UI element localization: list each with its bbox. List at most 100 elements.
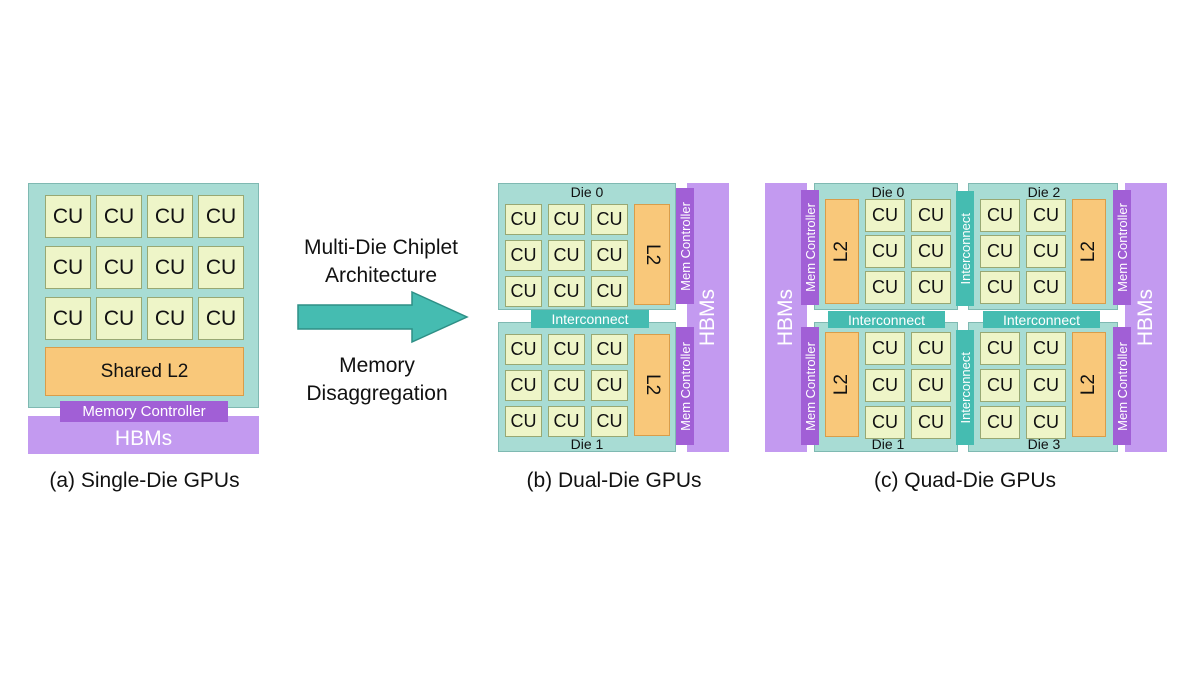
dual-die-1-l2: L2 bbox=[634, 334, 670, 436]
dual-die-0-cu-2-2: CU bbox=[591, 276, 628, 307]
quad-die-3-cu-2-1: CU bbox=[1026, 406, 1066, 439]
quad-die-1-cu-0-0: CU bbox=[865, 332, 905, 365]
quad-die-1-mem-controller-label: Mem Controller bbox=[802, 341, 818, 431]
quad-die-0-label: Die 0 bbox=[871, 184, 905, 200]
quad-interconnect-right: Interconnect bbox=[983, 311, 1100, 328]
dual-die-1-cu-2-0: CU bbox=[505, 406, 542, 437]
dual-die-0-label: Die 0 bbox=[570, 184, 604, 200]
shared-l2-cache: Shared L2 bbox=[45, 347, 244, 396]
arrow-label-bottom-line2: Disaggregation bbox=[306, 382, 448, 405]
quad-die-0-cu-1-0: CU bbox=[865, 235, 905, 268]
single-die-cu-0-2: CU bbox=[147, 195, 193, 238]
quad-die-2-cu-2-0: CU bbox=[980, 271, 1020, 304]
quad-die-2-cu-0-1: CU bbox=[1026, 199, 1066, 232]
dual-die-0-mem-controller: Mem Controller bbox=[676, 188, 694, 304]
quad-die-1-cu-1-1: CU bbox=[911, 369, 951, 402]
quad-die-2-mem-controller: Mem Controller bbox=[1113, 190, 1131, 305]
quad-die-1-cu-0-1: CU bbox=[911, 332, 951, 365]
quad-die-1-l2-label: L2 bbox=[831, 373, 852, 396]
dual-die-0-cu-1-1: CU bbox=[548, 240, 585, 271]
quad-interconnect-bottom-label: Interconnect bbox=[957, 351, 973, 424]
single-die-cu-2-0: CU bbox=[45, 297, 91, 340]
dual-die-0-l2: L2 bbox=[634, 204, 670, 305]
quad-die-0-cu-0-1: CU bbox=[911, 199, 951, 232]
quad-interconnect-bottom: Interconnect bbox=[956, 330, 974, 445]
dual-die-1-cu-1-2: CU bbox=[591, 370, 628, 401]
caption-single-die: (a) Single-Die GPUs bbox=[49, 469, 240, 492]
dual-die-0-cu-0-0: CU bbox=[505, 204, 542, 235]
dual-interconnect-label: Interconnect bbox=[551, 311, 629, 327]
dual-die-0-mem-controller-label: Mem Controller bbox=[677, 201, 693, 291]
quad-die-hbm-left-label: HBMs bbox=[774, 288, 797, 347]
quad-die-2-mem-controller-label: Mem Controller bbox=[1114, 203, 1130, 292]
quad-interconnect-left: Interconnect bbox=[828, 311, 945, 328]
caption-quad-die: (c) Quad-Die GPUs bbox=[873, 469, 1057, 492]
single-die-cu-0-1: CU bbox=[96, 195, 142, 238]
quad-die-0-cu-2-0: CU bbox=[865, 271, 905, 304]
dual-die-1-cu-0-0: CU bbox=[505, 334, 542, 365]
single-die-memory-controller: Memory Controller bbox=[60, 401, 228, 422]
quad-die-2-cu-2-1: CU bbox=[1026, 271, 1066, 304]
dual-die-1-cu-2-1: CU bbox=[548, 406, 585, 437]
quad-die-1-mem-controller: Mem Controller bbox=[801, 327, 819, 445]
quad-die-3-label: Die 3 bbox=[1027, 436, 1061, 452]
single-die-cu-2-1: CU bbox=[96, 297, 142, 340]
quad-die-3-cu-1-1: CU bbox=[1026, 369, 1066, 402]
quad-die-0-l2: L2 bbox=[825, 199, 859, 304]
quad-die-3-cu-2-0: CU bbox=[980, 406, 1020, 439]
dual-die-0-cu-2-1: CU bbox=[548, 276, 585, 307]
quad-die-1-cu-1-0: CU bbox=[865, 369, 905, 402]
dual-die-1-cu-1-1: CU bbox=[548, 370, 585, 401]
quad-die-0-cu-2-1: CU bbox=[911, 271, 951, 304]
quad-die-0-mem-controller: Mem Controller bbox=[801, 190, 819, 305]
dual-die-0-cu-0-2: CU bbox=[591, 204, 628, 235]
arrow-label-top-line1: Multi-Die Chiplet bbox=[303, 236, 459, 259]
quad-die-0-l2-label: L2 bbox=[831, 240, 852, 263]
single-die-hbm-label: HBMs bbox=[114, 427, 173, 450]
single-die-cu-2-2: CU bbox=[147, 297, 193, 340]
arrow-label-bottom: Memory Disaggregation bbox=[277, 352, 477, 408]
quad-die-2-cu-1-0: CU bbox=[980, 235, 1020, 268]
dual-die-1-mem-controller: Mem Controller bbox=[676, 327, 694, 445]
quad-die-2-l2: L2 bbox=[1072, 199, 1106, 304]
quad-die-2-l2-label: L2 bbox=[1078, 240, 1099, 263]
quad-die-2-cu-1-1: CU bbox=[1026, 235, 1066, 268]
quad-die-hbm-right: HBMs bbox=[1125, 183, 1167, 452]
dual-die-0-cu-0-1: CU bbox=[548, 204, 585, 235]
single-die-hbm: HBMs bbox=[28, 416, 259, 454]
quad-die-0-cu-0-0: CU bbox=[865, 199, 905, 232]
memory-controller-label: Memory Controller bbox=[82, 403, 206, 420]
single-die-cu-1-1: CU bbox=[96, 246, 142, 289]
dual-die-1-cu-2-2: CU bbox=[591, 406, 628, 437]
quad-die-3-cu-1-0: CU bbox=[980, 369, 1020, 402]
quad-die-0-mem-controller-label: Mem Controller bbox=[802, 203, 818, 292]
dual-die-interconnect: Interconnect bbox=[531, 310, 649, 328]
quad-die-1-cu-2-1: CU bbox=[911, 406, 951, 439]
quad-die-3-cu-0-1: CU bbox=[1026, 332, 1066, 365]
quad-die-2-cu-0-0: CU bbox=[980, 199, 1020, 232]
single-die-cu-0-0: CU bbox=[45, 195, 91, 238]
dual-die-0-cu-2-0: CU bbox=[505, 276, 542, 307]
transition-arrow-shape bbox=[297, 290, 469, 344]
single-die-cu-1-3: CU bbox=[198, 246, 244, 289]
single-die-cu-1-2: CU bbox=[147, 246, 193, 289]
quad-interconnect-right-label: Interconnect bbox=[1002, 311, 1081, 328]
quad-die-3-mem-controller-label: Mem Controller bbox=[1114, 341, 1130, 431]
dual-die-0-cu-1-2: CU bbox=[591, 240, 628, 271]
dual-die-hbm: HBMs bbox=[687, 183, 729, 452]
quad-die-hbm-right-label: HBMs bbox=[1134, 288, 1157, 347]
quad-die-1-label: Die 1 bbox=[871, 436, 905, 452]
transition-arrow bbox=[297, 290, 469, 344]
quad-die-3-l2-label: L2 bbox=[1078, 373, 1099, 396]
dual-die-0-cu-1-0: CU bbox=[505, 240, 542, 271]
dual-die-1-cu-0-1: CU bbox=[548, 334, 585, 365]
dual-die-0-l2-label: L2 bbox=[642, 243, 663, 266]
quad-die-3-cu-0-0: CU bbox=[980, 332, 1020, 365]
dual-die-1-label: Die 1 bbox=[570, 436, 604, 452]
quad-interconnect-top: Interconnect bbox=[956, 191, 974, 306]
arrow-label-bottom-line1: Memory bbox=[339, 354, 415, 377]
quad-die-hbm-left: HBMs bbox=[765, 183, 807, 452]
shared-l2-label: Shared L2 bbox=[100, 360, 189, 382]
quad-interconnect-top-label: Interconnect bbox=[957, 212, 973, 285]
dual-die-1-cu-0-2: CU bbox=[591, 334, 628, 365]
